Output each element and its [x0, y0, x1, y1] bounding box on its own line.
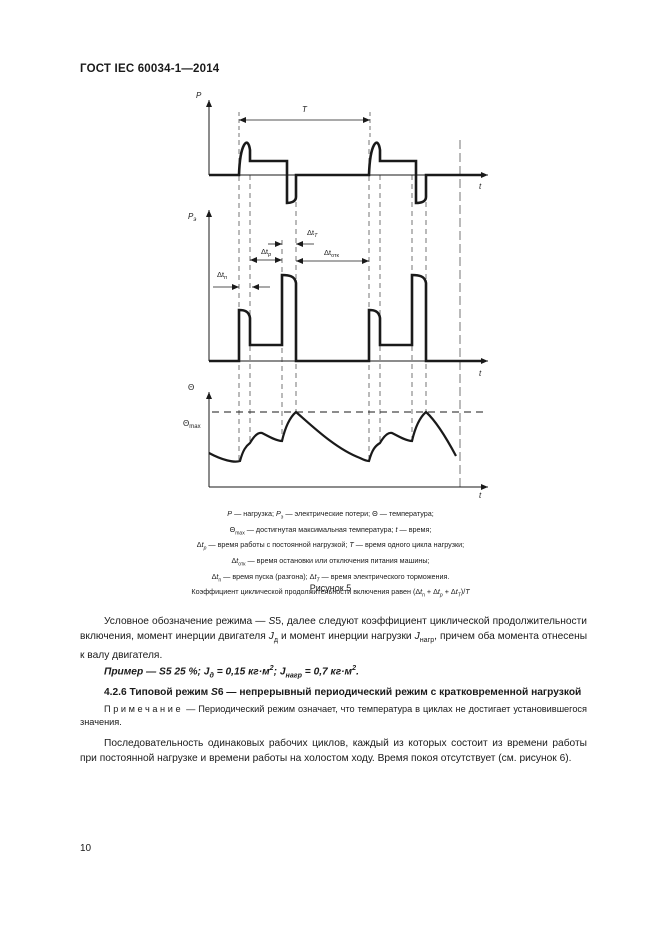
section-heading: 4.2.6 Типовой режим S6 — непрерывный пер…	[104, 687, 582, 698]
caption-line: Коэффициент циклической продолжительност…	[191, 587, 470, 599]
theta-axis-label: Θ	[188, 383, 194, 392]
note-label: Примечание	[104, 704, 184, 714]
figure-title: Рисунок 5	[309, 583, 352, 593]
example-line: Пример — S5 25 %; Jд = 0,15 кг·м2; Jнагр…	[104, 664, 359, 680]
losses-graph: Pэ Δtп Δtр ΔtT Δtотк t	[188, 210, 488, 378]
pe-axis-label: Pэ	[188, 212, 196, 223]
paragraph-s5-designation: Условное обозначение режима — S5, далее …	[80, 616, 588, 662]
t-label-1: t	[479, 182, 482, 191]
document-header: ГОСТ IEC 60034-1—2014	[80, 63, 220, 75]
paragraph-s6-text: Последовательность одинаковых рабочих ци…	[80, 738, 587, 764]
p-axis-label: P	[196, 91, 202, 100]
duty-cycle-figure: P T t Pэ Δtп Δtр ΔtT Δtотк t Θ Θmax t	[183, 91, 488, 500]
t-label-3: t	[479, 491, 482, 500]
dtT-label: ΔtT	[307, 228, 318, 239]
caption-line: P — нагрузка; Pэ — электрические потери;…	[227, 509, 434, 521]
temperature-graph: Θ Θmax t	[183, 383, 488, 500]
dtp-label: Δtп	[217, 270, 227, 281]
cycle-guide-lines	[238, 140, 461, 487]
note-text: — Периодический режим означает, что темп…	[80, 704, 587, 727]
temperature-curve	[208, 410, 457, 463]
dtotk-label: Δtотк	[324, 248, 340, 259]
caption-line: Δtотк — время остановки или отключения п…	[231, 555, 430, 568]
caption-line: Θmax — достигнутая максимальная температ…	[229, 524, 432, 537]
page-number: 10	[80, 843, 92, 854]
period-label: T	[302, 105, 308, 114]
power-graph: P T t	[196, 91, 488, 205]
theta-max-label: Θmax	[183, 419, 201, 430]
figure-caption: P — нагрузка; Pэ — электрические потери;…	[100, 508, 561, 602]
power-curve	[209, 141, 484, 205]
losses-curve	[209, 273, 484, 363]
note-block: Примечание — Периодический режим означае…	[80, 703, 587, 729]
caption-line: Δtр — время работы с постоянной нагрузко…	[196, 540, 465, 552]
dtr-label: Δtр	[261, 247, 271, 258]
t-label-2: t	[479, 369, 482, 378]
paragraph-s6-description: Последовательность одинаковых рабочих ци…	[80, 736, 587, 766]
caption-line: Δtп — время пуска (разгона); ΔtT — время…	[211, 571, 450, 583]
